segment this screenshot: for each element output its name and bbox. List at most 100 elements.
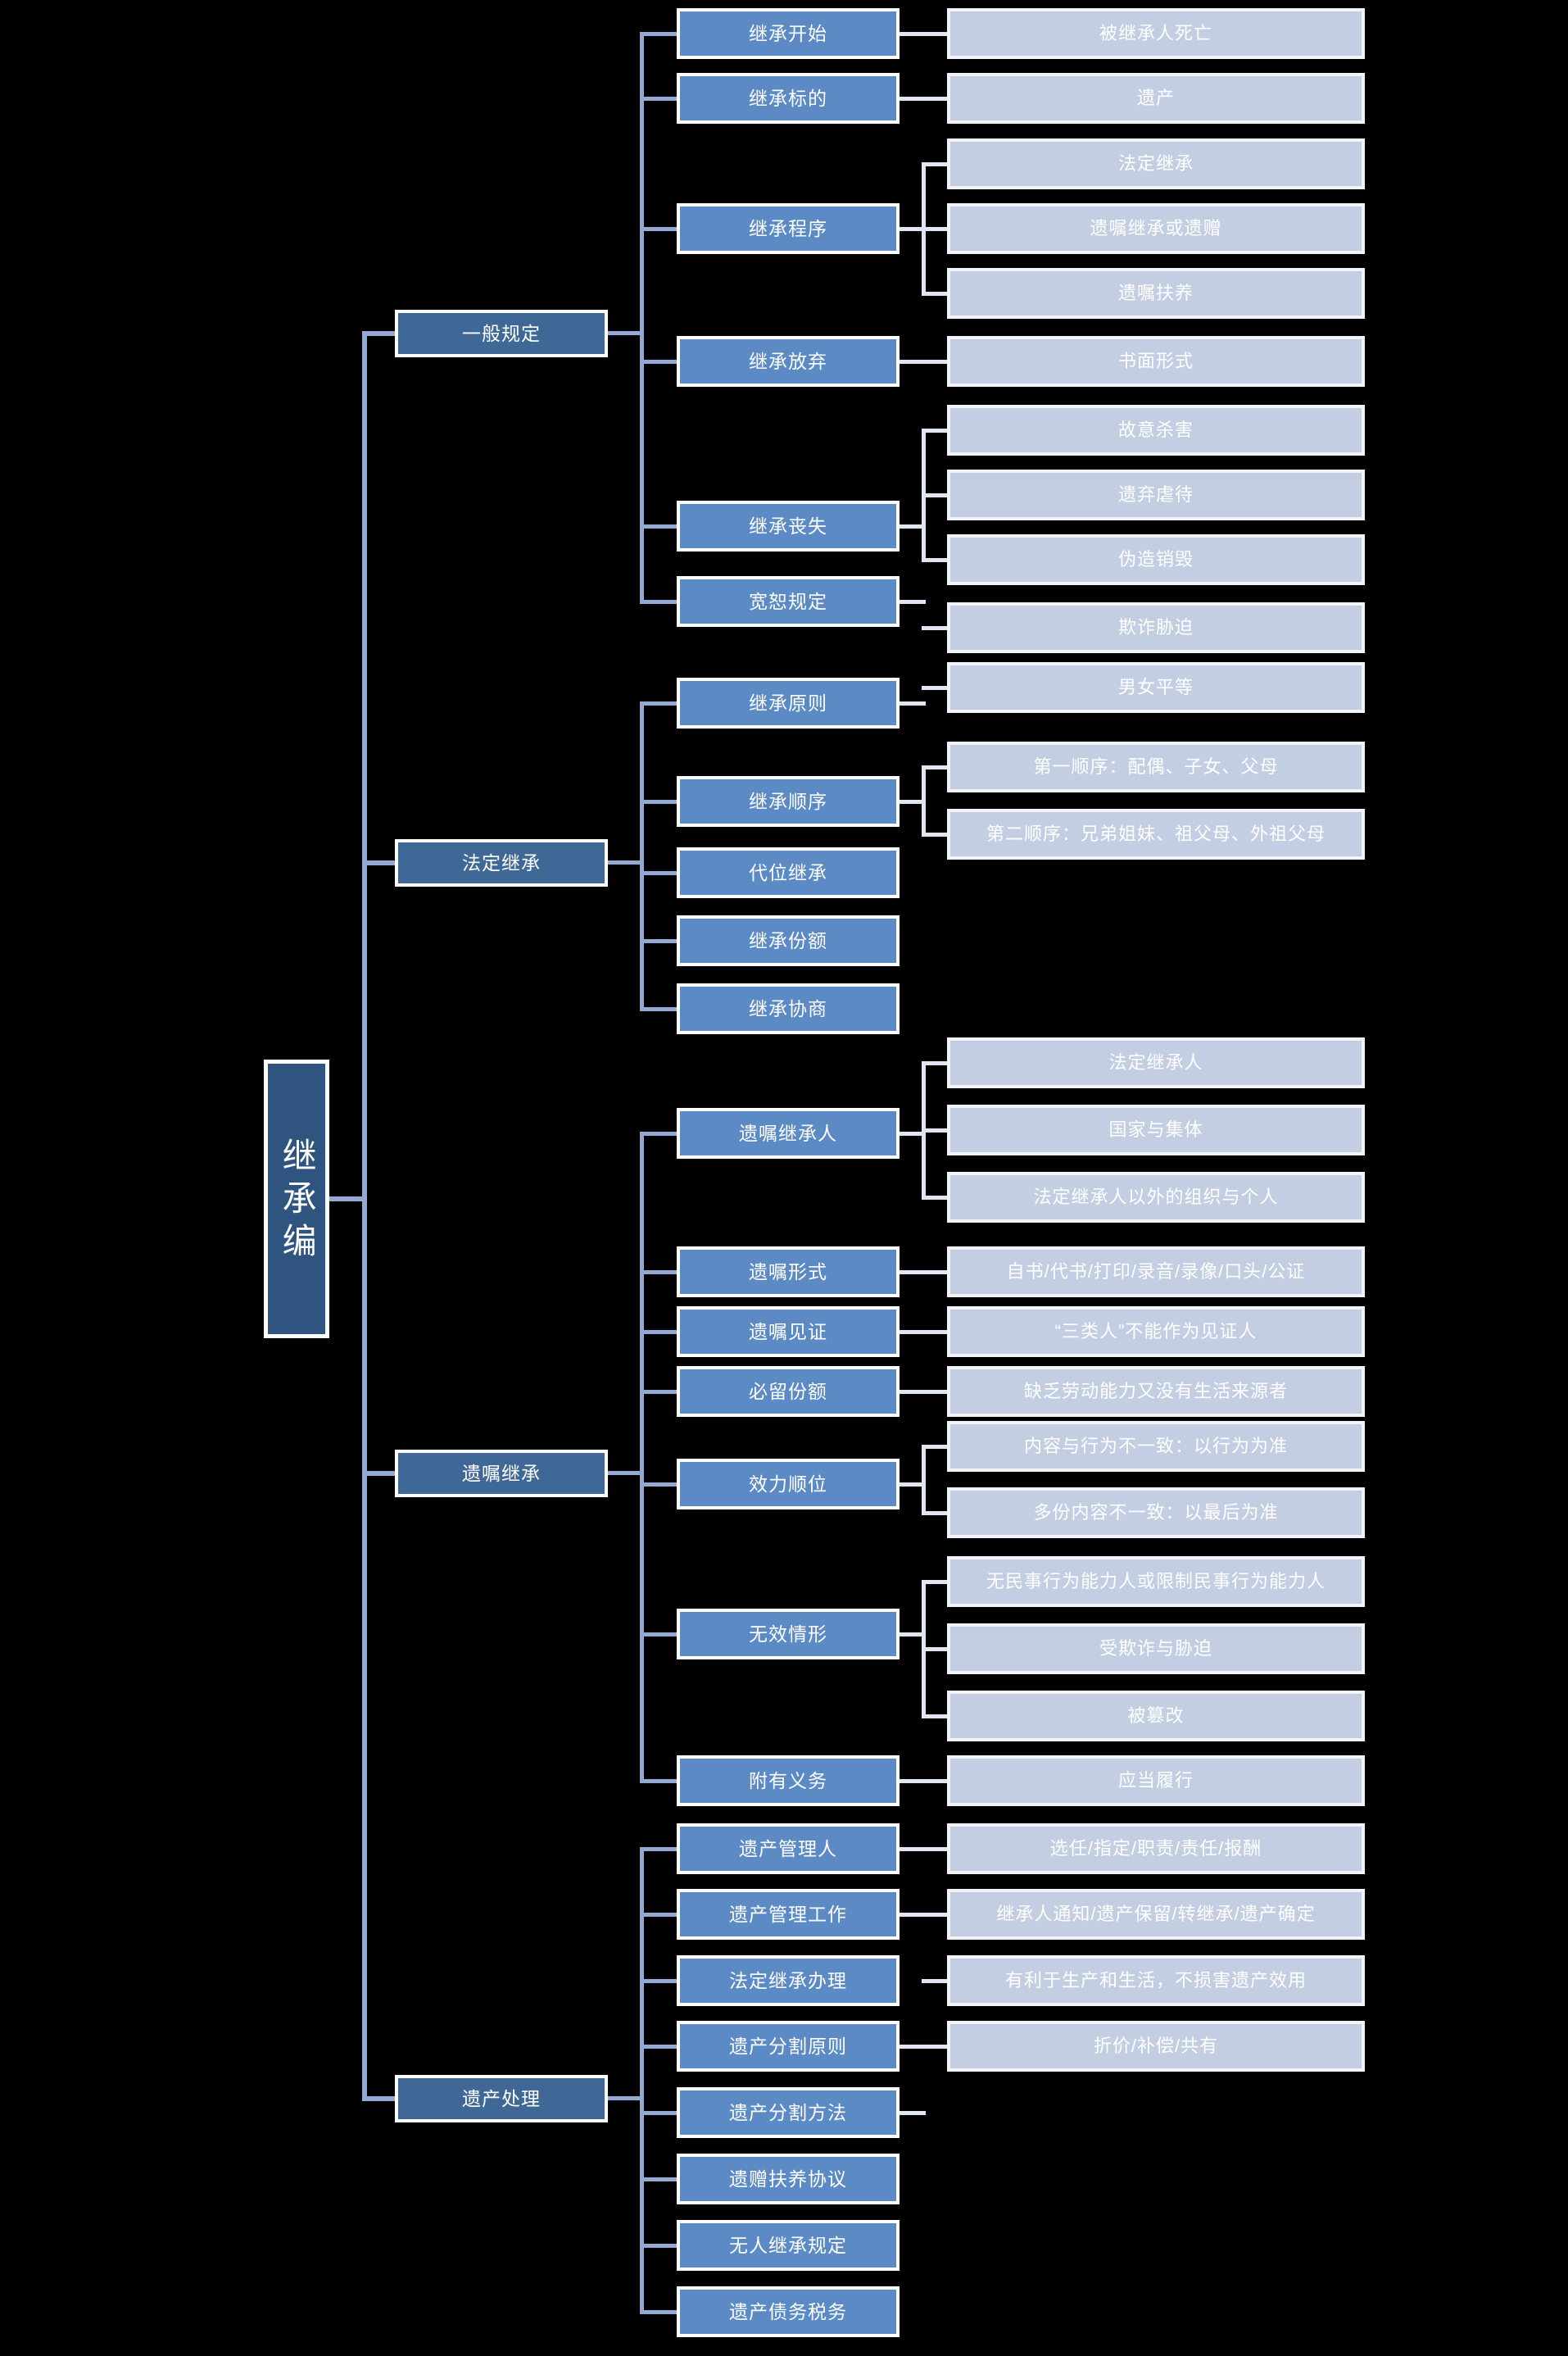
branch-spine-stub-2 xyxy=(608,860,644,865)
topic-connector-1-4 xyxy=(640,360,677,364)
detail-node-1-3-2[interactable]: 遗嘱继承或遗赠 xyxy=(947,203,1365,254)
topic-connector-4-8 xyxy=(640,2310,677,2314)
topic-node-3-4[interactable]: 必留份额 xyxy=(677,1366,900,1417)
leaf-spine-stub-1-1 xyxy=(900,32,926,36)
topic-connector-1-5 xyxy=(640,524,677,529)
detail-node-1-4-1[interactable]: 书面形式 xyxy=(947,336,1365,387)
topic-node-4-4[interactable]: 遗产分割原则 xyxy=(677,2021,900,2072)
topic-node-4-3[interactable]: 法定继承办理 xyxy=(677,1955,900,2006)
topic-connector-4-7 xyxy=(640,2244,677,2248)
topic-node-2-2[interactable]: 继承顺序 xyxy=(677,776,900,827)
topic-node-1-6[interactable]: 宽恕规定 xyxy=(677,576,900,627)
detail-connector-3-6-1 xyxy=(922,1580,947,1584)
detail-node-4-4-1[interactable]: 有利于生产和生活，不损害遗产效用 xyxy=(947,1955,1365,2006)
detail-node-3-5-1[interactable]: 内容与行为不一致：以行为为准 xyxy=(947,1421,1365,1472)
topic-node-3-6[interactable]: 无效情形 xyxy=(677,1609,900,1659)
detail-node-3-1-1[interactable]: 法定继承人 xyxy=(947,1037,1365,1088)
detail-node-1-6-1[interactable]: 欺诈胁迫 xyxy=(947,602,1365,653)
detail-node-4-5-1[interactable]: 折价/补偿/共有 xyxy=(947,2021,1365,2072)
detail-node-4-2-1[interactable]: 继承人通知/遗产保留/转继承/遗产确定 xyxy=(947,1889,1365,1940)
leaf-spine-3-5 xyxy=(922,1446,926,1513)
topic-node-2-4[interactable]: 继承份额 xyxy=(677,915,900,966)
leaf-spine-stub-3-1 xyxy=(900,1132,926,1136)
leaf-spine-stub-1-4 xyxy=(900,360,926,364)
topic-node-4-2[interactable]: 遗产管理工作 xyxy=(677,1889,900,1940)
topic-node-2-1[interactable]: 继承原则 xyxy=(677,678,900,729)
detail-node-1-2-1[interactable]: 遗产 xyxy=(947,73,1365,124)
topic-node-4-1[interactable]: 遗产管理人 xyxy=(677,1823,900,1874)
detail-connector-2-2-1 xyxy=(922,765,947,769)
topic-node-4-5[interactable]: 遗产分割方法 xyxy=(677,2087,900,2138)
topic-connector-4-6 xyxy=(640,2177,677,2181)
detail-node-1-5-1[interactable]: 故意杀害 xyxy=(947,405,1365,456)
detail-node-3-6-2[interactable]: 受欺诈与胁迫 xyxy=(947,1623,1365,1674)
detail-node-3-2-1[interactable]: 自书/代书/打印/录音/录像/口头/公证 xyxy=(947,1246,1365,1297)
detail-node-3-7-1[interactable]: 应当履行 xyxy=(947,1755,1365,1806)
root-node: 继承编 xyxy=(264,1060,329,1338)
detail-node-3-6-3[interactable]: 被篡改 xyxy=(947,1691,1365,1741)
topic-node-3-7[interactable]: 附有义务 xyxy=(677,1755,900,1806)
topic-node-4-8[interactable]: 遗产债务税务 xyxy=(677,2286,900,2337)
detail-node-3-4-1[interactable]: 缺乏劳动能力又没有生活来源者 xyxy=(947,1366,1365,1417)
detail-node-3-1-2[interactable]: 国家与集体 xyxy=(947,1105,1365,1155)
topic-node-1-2[interactable]: 继承标的 xyxy=(677,73,900,124)
leaf-spine-stub-3-7 xyxy=(900,1779,926,1783)
leaf-spine-stub-1-6 xyxy=(900,600,926,604)
topic-node-1-4[interactable]: 继承放弃 xyxy=(677,336,900,387)
detail-node-3-6-1[interactable]: 无民事行为能力人或限制民事行为能力人 xyxy=(947,1556,1365,1607)
detail-connector-2-2-2 xyxy=(922,833,947,837)
topic-node-4-6[interactable]: 遗赠扶养协议 xyxy=(677,2154,900,2204)
branch-node-2[interactable]: 法定继承 xyxy=(395,839,608,887)
leaf-spine-stub-4-4 xyxy=(900,2045,926,2049)
leaf-spine-stub-1-3 xyxy=(900,227,926,231)
detail-connector-3-1-2 xyxy=(922,1128,947,1133)
detail-node-2-1-1[interactable]: 男女平等 xyxy=(947,662,1365,713)
topic-connector-4-4 xyxy=(640,2045,677,2049)
branch-connector-2 xyxy=(362,860,395,865)
detail-connector-1-4-1 xyxy=(922,360,947,364)
branch-node-1[interactable]: 一般规定 xyxy=(395,310,608,357)
detail-connector-4-5-1 xyxy=(922,2045,947,2049)
detail-connector-1-5-3 xyxy=(922,558,947,562)
branch-connector-1 xyxy=(362,331,395,336)
detail-connector-1-1-1 xyxy=(922,32,947,36)
topic-node-4-7[interactable]: 无人继承规定 xyxy=(677,2220,900,2271)
leaf-spine-stub-3-3 xyxy=(900,1330,926,1334)
detail-node-2-2-1[interactable]: 第一顺序：配偶、子女、父母 xyxy=(947,742,1365,792)
branch-node-4[interactable]: 遗产处理 xyxy=(395,2075,608,2122)
detail-connector-3-5-1 xyxy=(922,1445,947,1449)
topic-node-2-5[interactable]: 继承协商 xyxy=(677,983,900,1034)
topic-node-1-1[interactable]: 继承开始 xyxy=(677,8,900,59)
detail-connector-3-6-2 xyxy=(922,1647,947,1651)
detail-connector-3-2-1 xyxy=(922,1270,947,1274)
topic-node-3-1[interactable]: 遗嘱继承人 xyxy=(677,1108,900,1159)
detail-node-2-2-2[interactable]: 第二顺序：兄弟姐妹、祖父母、外祖父母 xyxy=(947,809,1365,860)
topic-connector-3-5 xyxy=(640,1482,677,1487)
topic-node-3-3[interactable]: 遗嘱见证 xyxy=(677,1306,900,1357)
topic-node-1-5[interactable]: 继承丧失 xyxy=(677,501,900,552)
topic-connector-3-7 xyxy=(640,1779,677,1783)
leaf-spine-stub-3-5 xyxy=(900,1482,926,1487)
detail-connector-2-1-1 xyxy=(922,686,947,690)
detail-node-1-3-1[interactable]: 法定继承 xyxy=(947,138,1365,189)
detail-node-1-5-2[interactable]: 遗弃虐待 xyxy=(947,470,1365,520)
leaf-spine-stub-3-6 xyxy=(900,1632,926,1636)
leaf-spine-stub-4-1 xyxy=(900,1847,926,1851)
branch-node-3[interactable]: 遗嘱继承 xyxy=(395,1450,608,1497)
topic-node-1-3[interactable]: 继承程序 xyxy=(677,203,900,254)
topic-connector-3-6 xyxy=(640,1632,677,1636)
detail-node-3-1-3[interactable]: 法定继承人以外的组织与个人 xyxy=(947,1172,1365,1223)
detail-node-1-1-1[interactable]: 被继承人死亡 xyxy=(947,8,1365,59)
topic-node-3-2[interactable]: 遗嘱形式 xyxy=(677,1246,900,1297)
detail-node-3-3-1[interactable]: “三类人”不能作为见证人 xyxy=(947,1306,1365,1357)
leaf-spine-stub-4-5 xyxy=(900,2111,926,2115)
detail-node-3-5-2[interactable]: 多份内容不一致：以最后为准 xyxy=(947,1487,1365,1538)
leaf-spine-stub-1-2 xyxy=(900,97,926,101)
detail-node-4-1-1[interactable]: 选任/指定/职责/责任/报酬 xyxy=(947,1823,1365,1874)
detail-node-1-5-3[interactable]: 伪造销毁 xyxy=(947,534,1365,585)
detail-node-1-3-3[interactable]: 遗嘱扶养 xyxy=(947,268,1365,319)
topic-node-3-5[interactable]: 效力顺位 xyxy=(677,1459,900,1509)
topic-connector-2-3 xyxy=(640,871,677,875)
topic-node-2-3[interactable]: 代位继承 xyxy=(677,847,900,898)
